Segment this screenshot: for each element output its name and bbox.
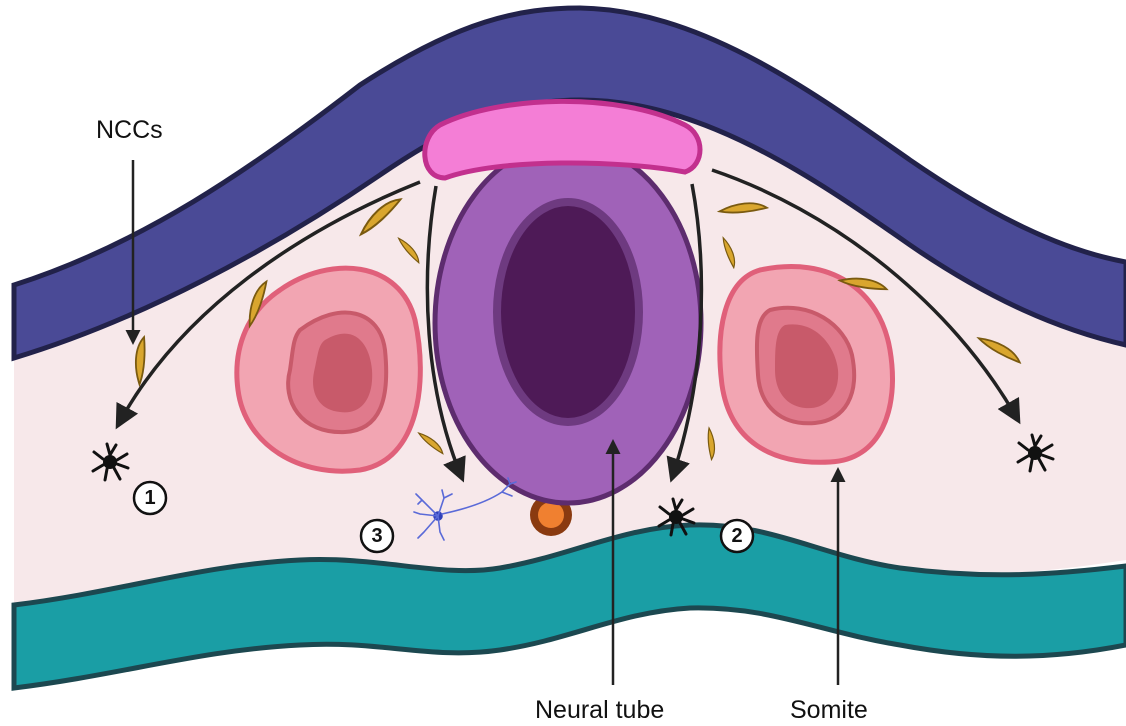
neural-tube — [435, 143, 701, 503]
neural-tube-label: Neural tube — [535, 696, 664, 724]
pathway-3-marker: 3 — [361, 520, 393, 552]
svg-text:3: 3 — [371, 525, 382, 547]
pathway-1-marker: 1 — [134, 482, 166, 514]
nccs-label: NCCs — [96, 116, 163, 144]
svg-text:1: 1 — [144, 487, 155, 509]
pathway-2-marker: 2 — [721, 520, 753, 552]
somite-right — [720, 267, 893, 463]
somite-label: Somite — [790, 696, 868, 724]
svg-text:2: 2 — [731, 525, 742, 547]
